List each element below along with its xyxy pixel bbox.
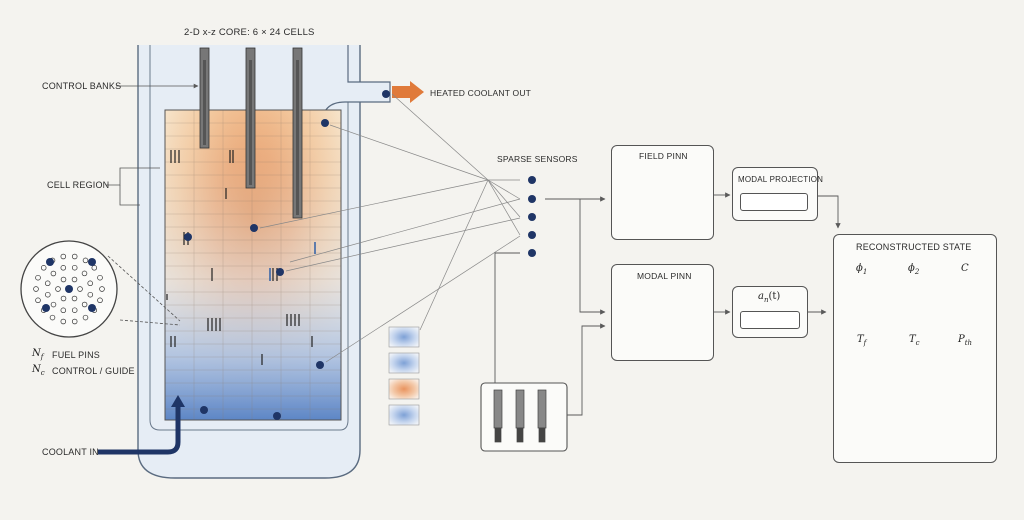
control-rods [199,47,303,219]
fuel-pin-cross-section [20,240,118,338]
fuel-pin [77,286,83,292]
vessel-inner-wall [149,45,349,431]
fuel-pin [99,286,105,292]
fuel-pin [60,265,67,271]
fuel-pin [45,291,51,298]
fuel-pin [82,257,89,264]
control-guide-pin [88,304,96,312]
fuel-pin [35,274,41,281]
fuel-pin [97,297,103,304]
fuel-pin [71,295,78,302]
an-coeff-pill [740,311,800,329]
modal-pinn-box [611,264,714,361]
fuel-pin [49,314,56,321]
reconstructed-state-box [833,234,997,463]
field-label-c: C [961,263,969,274]
outlet-arrow [392,81,424,103]
core-sensors [184,90,390,420]
fuel-pin [40,265,47,271]
fuel-pin [82,314,89,321]
field-pinn-box [611,145,714,240]
fuel-pin [81,270,88,277]
fuel-pin [87,280,93,287]
coolant-inlet-pipe [98,405,181,455]
fuel-pin [87,291,94,298]
fuel-pin [44,280,51,287]
control-guide-pin [46,258,54,266]
field-label-phi1: ϕ1 [856,263,868,276]
fuel-pin [71,318,78,325]
fuel-pin [91,265,98,271]
core-title: 2-D x-z CORE: 6 × 24 CELLS [184,27,315,38]
projection-coeff-pill [740,193,808,211]
control-banks-label: CONTROL BANKS [42,81,122,91]
fuel-pin [55,286,61,292]
fuel-pin [60,318,67,325]
fuel-pins-label: FUEL PINS [52,350,100,360]
fuel-pin [71,253,78,260]
modal-projection-title: MODAL PROJECTION [738,175,824,184]
fuel-pin [71,264,78,271]
fuel-pin [71,307,78,313]
fuel-pin [33,286,39,292]
nc-symbol: Nc [32,364,45,377]
cell-region-label: CELL REGION [47,180,110,190]
field-label-tc: Tc [909,334,920,347]
an-t-label: an(t) [758,291,781,304]
fuel-pin [81,301,88,308]
fuel-pin [60,307,67,314]
control-guide-pin [65,285,73,293]
fuel-pin [35,297,41,304]
fuel-pin [50,270,57,277]
nf-symbol: Nf [32,348,44,361]
coolant-in-label: COOLANT IN [42,447,99,457]
control-guide-pin [42,304,50,312]
control-guide-label: CONTROL / GUIDE [52,366,135,376]
sparse-sensors-label: SPARSE SENSORS [497,154,578,164]
reconstructed-state-title: RECONSTRUCTED STATE [856,242,972,252]
field-pinn-title: FIELD PINN [639,151,688,161]
pin-marks [166,150,313,365]
control-guide-pin [88,258,96,266]
modal-pinn-title: MODAL PINN [637,271,692,281]
heated-coolant-out-label: HEATED COOLANT OUT [430,88,532,98]
fuel-pin [97,274,103,281]
sparse-sensor-dots [528,176,536,257]
core-grid [165,110,341,420]
fuel-pin [60,295,67,302]
fuel-pin [60,253,67,260]
fuel-pin [50,301,57,308]
field-label-phi2: ϕ2 [908,263,920,276]
mode-thumbnails [388,326,420,426]
fuel-pin [60,276,67,283]
field-label-tf: Tf [857,334,867,347]
fuel-pin [71,276,78,283]
field-label-pth: Pth [958,334,973,347]
